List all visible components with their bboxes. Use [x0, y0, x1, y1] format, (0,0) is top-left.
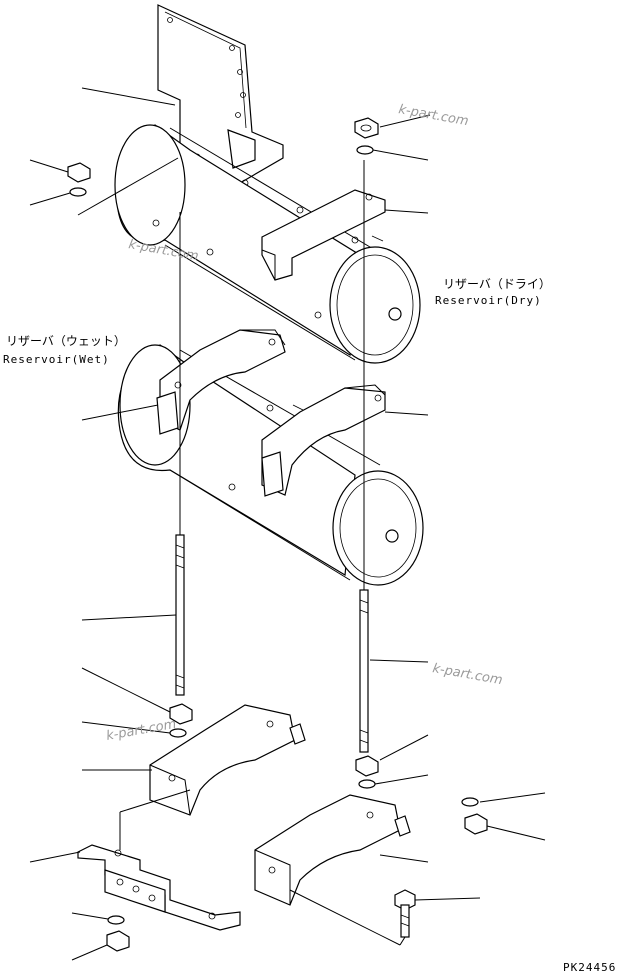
nut-side: [464, 813, 488, 835]
watermark: k-part.com: [397, 102, 469, 129]
bolt: [394, 889, 416, 938]
watermark: k-part.com: [105, 717, 177, 744]
nut-bottom: [106, 930, 130, 952]
saddle-band-left: [156, 329, 286, 435]
figure-code: PK24456: [563, 961, 616, 974]
nut-upper-left: [67, 162, 91, 183]
stud-right: [359, 160, 369, 753]
nut-upper-right: [354, 117, 379, 139]
reservoir-dry: [114, 124, 421, 364]
strap-bracket-upper: [261, 189, 386, 281]
reservoir-dry-label-jp: リザーバ（ドライ）: [443, 277, 551, 291]
saddle-bracket-lower-left: [149, 704, 306, 816]
reservoir-wet-label-en: Reservoir(Wet): [3, 353, 110, 366]
nut-lower-left: [169, 703, 193, 725]
leader-lines: [29, 87, 546, 961]
angle-bracket: [77, 844, 241, 931]
washer-bottom: [107, 915, 125, 925]
saddle-band-right: [261, 384, 386, 497]
washer-side: [461, 797, 479, 807]
washer-upper-right: [356, 145, 374, 155]
nut-lower-right: [355, 755, 379, 777]
reservoir-dry-label-en: Reservoir(Dry): [435, 294, 542, 307]
saddle-bracket-lower-right: [254, 794, 411, 906]
washer-lower-right: [358, 779, 376, 789]
washer-upper-left: [69, 187, 87, 197]
watermark: k-part.com: [431, 661, 503, 688]
reservoir-wet-label-jp: リザーバ（ウェット）: [6, 334, 126, 348]
